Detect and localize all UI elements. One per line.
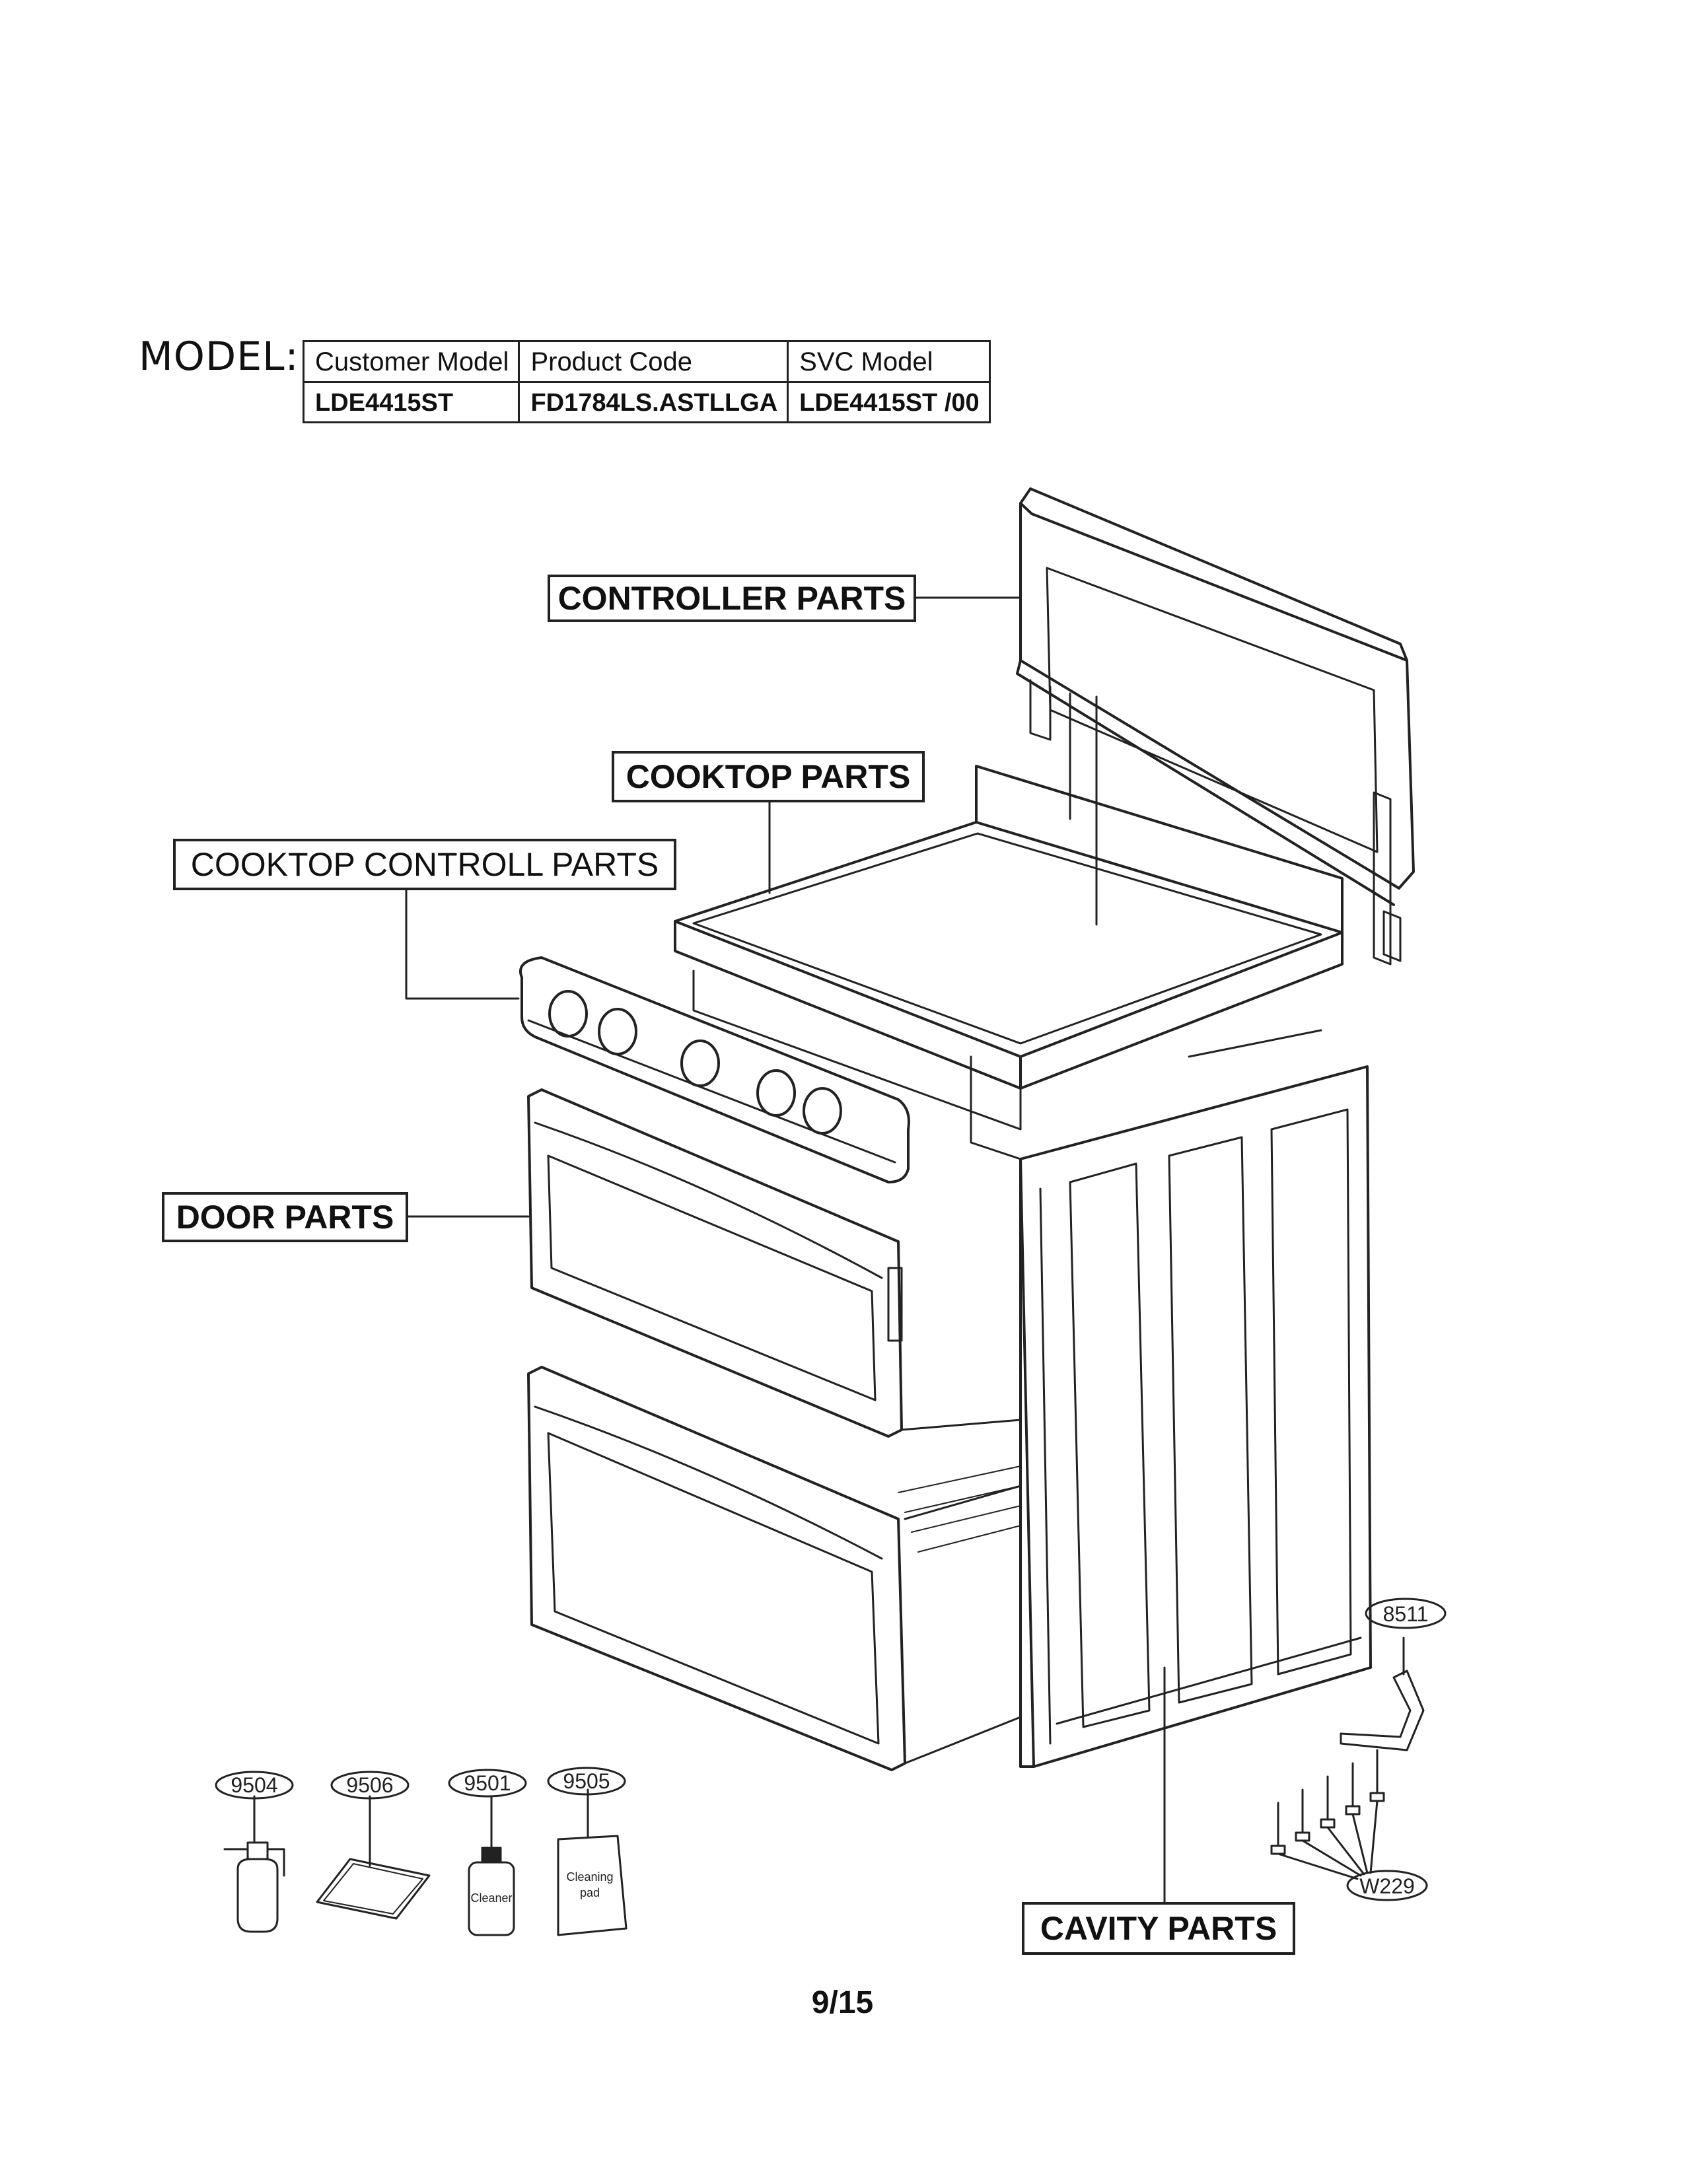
lower-oven-door [527,1366,1022,1771]
upper-oven-door [527,1088,1022,1438]
cooktop-glass [674,765,1344,1131]
header-product-code: Product Code [518,340,789,383]
controller-backguard [1016,487,1415,966]
accessory-label-texts: Cleaner Cleaning pad [470,1870,613,1905]
callout-door-parts: DOOR PARTS [162,1192,408,1242]
bracket-8511 [1340,1637,1425,1751]
spray-bottle-9504 [223,1795,285,1933]
screws-w229 [1270,1749,1385,1880]
callout-cooktop-control-parts: COOKTOP CONTROLL PARTS [173,839,676,890]
part-number-ovals [215,1598,1447,1901]
part-number-w229: W229 [1359,1874,1415,1898]
cooktop-control-panel [519,956,910,1183]
header-svc-model: SVC Model [787,340,991,383]
header-customer-model: Customer Model [302,340,520,383]
part-number-9505: 9505 [563,1769,610,1793]
model-label: MODEL: [139,334,299,380]
callout-cooktop-parts: COOKTOP PARTS [612,751,925,802]
value-svc-model: LDE4415ST /00 [787,381,991,423]
cleaning-pad-pack-9505 [557,1788,627,1936]
cleaning-pad-label-line1: Cleaning [566,1870,613,1884]
value-product-code: FD1784LS.ASTLLGA [518,381,789,423]
part-number-9506: 9506 [346,1773,393,1797]
part-number-8511: 8511 [1383,1602,1429,1626]
callout-controller-parts: CONTROLLER PARTS [548,575,916,622]
cleaning-pad-label-line2: pad [580,1886,600,1899]
model-table: Customer Model Product Code SVC Model LD… [302,340,991,423]
cleaner-label: Cleaner [470,1891,512,1905]
part-number-9504: 9504 [231,1773,277,1797]
model-table-value-row: LDE4415ST FD1784LS.ASTLLGA LDE4415ST /00 [302,381,991,423]
callout-cavity-parts: CAVITY PARTS [1022,1902,1295,1955]
oven-racks [898,1465,1021,1553]
leader-lines [405,596,1166,1903]
pad-9506 [316,1795,431,1920]
cleaner-bottle-9501 [468,1795,515,1936]
part-number-9501: 9501 [464,1771,511,1795]
part-number-texts: 9504 9506 9501 9505 8511 W229 [231,1602,1428,1898]
cavity-body [970,1029,1372,1768]
value-customer-model: LDE4415ST [302,381,520,423]
model-table-header-row: Customer Model Product Code SVC Model [302,340,991,383]
page-number: 9/15 [811,1985,874,2020]
